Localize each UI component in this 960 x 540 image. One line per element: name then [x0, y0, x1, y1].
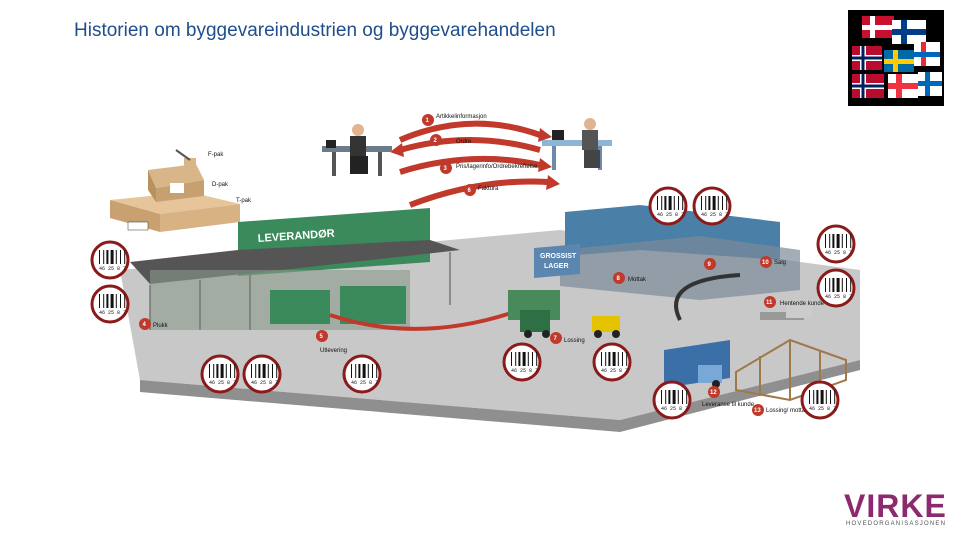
svg-text:Leveranse til kunde: Leveranse til kunde: [702, 402, 755, 408]
svg-text:5: 5: [320, 334, 324, 340]
step-8: 8 Mottak: [613, 272, 647, 284]
svg-text:46 25 8 7: 46 25 8 7: [661, 406, 688, 412]
svg-text:46 25 8 7: 46 25 8 7: [351, 380, 378, 386]
barcode-marker: 46 25 8 7: [692, 186, 732, 226]
svg-text:46 25 8 7: 46 25 8 7: [99, 266, 126, 272]
step-4: 4 Plukk: [139, 318, 169, 330]
barcode-marker: 46 25 8 7: [652, 380, 692, 420]
svg-text:Faktura: Faktura: [478, 186, 499, 192]
nordic-flags-image: [848, 10, 944, 106]
svg-text:9: 9: [708, 262, 712, 268]
car-trailer: [760, 306, 812, 320]
step-11: 11 Hentende kunde: [764, 296, 825, 308]
svg-text:6: 6: [468, 188, 472, 194]
barcode-marker: 46 25 8 7: [800, 380, 840, 420]
flow-arrow-3: [399, 155, 541, 175]
step-7: 7 Lossing: [550, 332, 585, 344]
barcode-marker: 46 25 8 7: [816, 268, 856, 308]
house-frame: [735, 338, 847, 402]
flow-step-1: 1 Artikkelinformasjon: [422, 114, 487, 126]
wholesaler-label-line1: GROSSIST: [540, 253, 577, 260]
svg-text:11: 11: [766, 300, 773, 306]
svg-text:Salg: Salg: [774, 260, 786, 266]
d-pak-label: D-pak: [212, 182, 229, 188]
svg-text:Ordre: Ordre: [456, 139, 472, 145]
svg-text:46 25 8 7: 46 25 8 7: [825, 294, 852, 300]
flow-arrow-1: [398, 120, 542, 143]
svg-text:46 25 8 7: 46 25 8 7: [701, 212, 728, 218]
svg-text:Hentende kunde: Hentende kunde: [780, 301, 825, 307]
svg-text:Mottak: Mottak: [628, 277, 647, 283]
logo-wordmark: VIRKE: [844, 488, 947, 524]
svg-text:46 25 8 7: 46 25 8 7: [809, 406, 836, 412]
step-13: 13 Lossing/ mottak: [752, 404, 809, 416]
flow-arrow-6: [408, 178, 549, 208]
svg-text:Utlevering: Utlevering: [320, 348, 347, 354]
barcode-marker: 46 25 8 7: [90, 284, 130, 324]
packaging-group: F-pak D-pak T-pak: [110, 149, 252, 232]
svg-text:2: 2: [434, 138, 438, 144]
barcode-marker: 46 25 8 7: [242, 354, 282, 394]
barcode-marker: 46 25 8 7: [502, 342, 542, 382]
office-worker-left: [322, 124, 392, 176]
svg-text:4: 4: [143, 322, 147, 328]
logo-subtitle: HOVEDORGANISASJONEN: [846, 521, 947, 527]
office-worker-right: [542, 118, 612, 170]
delivery-truck-blue: [664, 340, 730, 392]
svg-text:46 25 8 7: 46 25 8 7: [511, 368, 538, 374]
barcode-marker: 46 25 8 7: [592, 342, 632, 382]
t-pak-label: T-pak: [236, 198, 252, 204]
supplier-label: LEVERANDØR: [257, 228, 335, 245]
barcode-marker: 46 25 8 7: [648, 186, 688, 226]
svg-text:8: 8: [617, 276, 621, 282]
svg-text:7: 7: [554, 336, 558, 342]
svg-text:13: 13: [754, 408, 761, 414]
barcode-marker: 46 25 8 7: [200, 354, 240, 394]
svg-text:Artikkelinformasjon: Artikkelinformasjon: [436, 114, 487, 120]
svg-text:10: 10: [762, 260, 769, 266]
loader-yellow: [592, 316, 620, 338]
svg-text:46 25 8 7: 46 25 8 7: [601, 368, 628, 374]
truck: [508, 290, 560, 338]
virke-logo: VIRKE HOVEDORGANISASJONEN: [838, 488, 948, 532]
flow-step-3: 3 Pris/lagerinfo/Ordrebekreftelse: [440, 162, 538, 174]
f-pak-label: F-pak: [208, 152, 224, 158]
step-12: 12 Leveranse til kunde: [702, 386, 755, 408]
step-10: 10 Salg: [760, 256, 786, 268]
slide-title: Historien om byggevareindustrien og bygg…: [74, 20, 556, 41]
svg-text:Pris/lagerinfo/Ordrebekreftels: Pris/lagerinfo/Ordrebekreftelse: [456, 164, 538, 170]
svg-text:3: 3: [444, 166, 448, 172]
svg-text:Lossing/ mottak: Lossing/ mottak: [766, 408, 809, 414]
svg-text:46 25 8 7: 46 25 8 7: [99, 310, 126, 316]
svg-text:12: 12: [710, 390, 717, 396]
pickup-arrow: [674, 273, 741, 321]
wholesaler-label-line2: LAGER: [544, 263, 569, 270]
delivery-arrow: [329, 308, 521, 331]
svg-text:Plukk: Plukk: [153, 323, 169, 329]
supplier-building: LEVERANDØR: [130, 208, 460, 330]
svg-text:46 25 8 7: 46 25 8 7: [251, 380, 278, 386]
svg-text:46 25 8 7: 46 25 8 7: [657, 212, 684, 218]
svg-text:46 25 8 7: 46 25 8 7: [825, 250, 852, 256]
barcode-marker: 46 25 8 7: [342, 354, 382, 394]
barcode-marker: 46 25 8 7: [90, 240, 130, 280]
step-5: 5 Utlevering: [316, 330, 347, 354]
barcode-marker: 46 25 8 7: [816, 224, 856, 264]
flow-arrow-2: [399, 137, 541, 153]
flow-step-2: 2 Ordre: [430, 134, 472, 146]
svg-text:46 25 8 7: 46 25 8 7: [209, 380, 236, 386]
flow-step-6: 6 Faktura: [464, 184, 499, 196]
step-9: 9: [704, 258, 716, 270]
svg-text:Lossing: Lossing: [564, 338, 585, 344]
svg-text:1: 1: [426, 118, 430, 124]
